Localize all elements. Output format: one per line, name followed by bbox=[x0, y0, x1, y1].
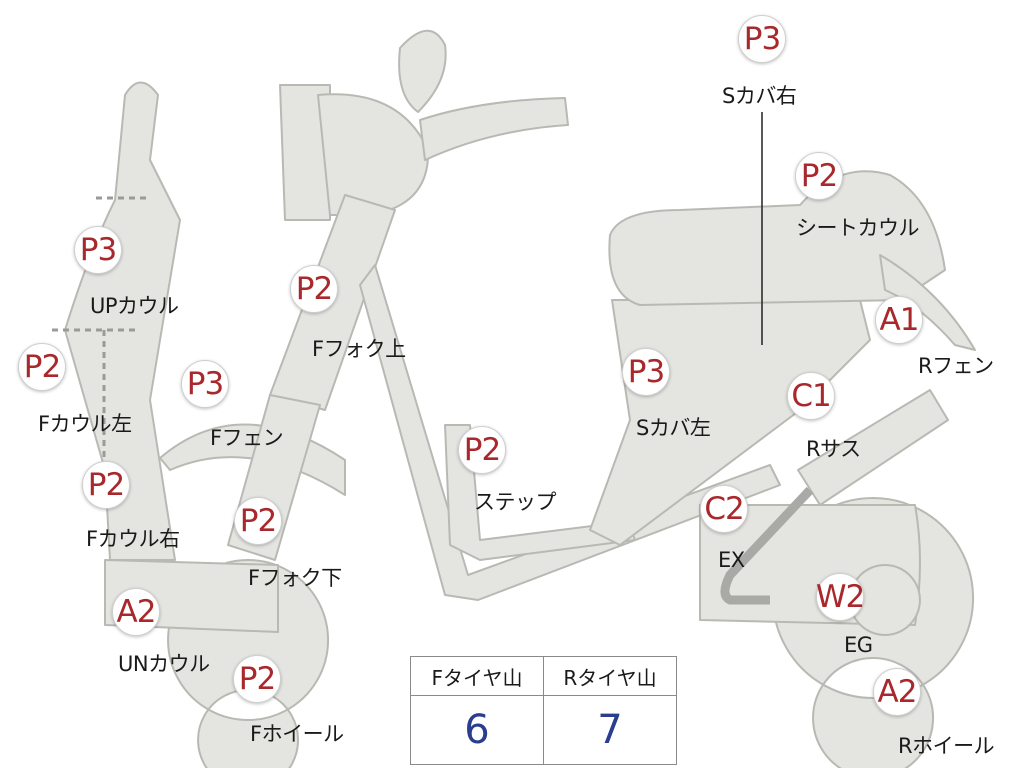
marker-badge-under-cowl: A2 bbox=[112, 588, 160, 636]
marker-badge-exhaust: C2 bbox=[700, 485, 748, 533]
marker-label-rear-wheel: Rホイール bbox=[898, 734, 995, 758]
marker-label-front-cowl-left: Fカウル左 bbox=[38, 412, 132, 436]
marker-badge-upper-cowl: P3 bbox=[74, 226, 122, 274]
marker-label-front-fender: Fフェン bbox=[210, 426, 284, 450]
marker-label-seat-cowl: シートカウル bbox=[796, 216, 920, 240]
marker-badge-front-fork-lower: P2 bbox=[234, 497, 282, 545]
tire-table-value-row: 6 7 bbox=[410, 695, 677, 765]
marker-badge-front-cowl-left: P2 bbox=[18, 343, 66, 391]
marker-label-upper-cowl: UPカウル bbox=[90, 294, 179, 318]
floor-frame bbox=[359, 264, 781, 601]
tire-table-header-row: Fタイヤ山 Rタイヤ山 bbox=[410, 656, 677, 696]
tire-tread-table: Fタイヤ山 Rタイヤ山 6 7 bbox=[410, 656, 677, 765]
marker-label-front-fork-lower: Fフォク下 bbox=[248, 566, 342, 590]
headlight bbox=[317, 93, 430, 216]
mirror bbox=[398, 29, 447, 113]
marker-label-rear-suspension: Rサス bbox=[806, 437, 861, 461]
tire-table-value-front: 6 bbox=[410, 695, 544, 765]
tire-table-header-front: Fタイヤ山 bbox=[410, 656, 544, 696]
marker-label-front-fork-upper: Fフォク上 bbox=[312, 337, 406, 361]
marker-badge-engine: W2 bbox=[816, 573, 865, 621]
marker-label-under-cowl: UNカウル bbox=[118, 652, 210, 676]
marker-badge-front-wheel: P2 bbox=[233, 655, 281, 703]
marker-badge-seat-cowl: P2 bbox=[795, 152, 843, 200]
marker-badge-step: P2 bbox=[458, 426, 506, 474]
seat bbox=[608, 170, 946, 306]
marker-label-engine: EG bbox=[844, 633, 873, 657]
marker-label-step: ステップ bbox=[474, 490, 557, 514]
marker-label-front-cowl-right: Fカウル右 bbox=[86, 527, 180, 551]
marker-badge-front-fork-upper: P2 bbox=[290, 265, 338, 313]
engine-hub bbox=[848, 564, 921, 636]
marker-label-rear-fender: Rフェン bbox=[918, 354, 994, 378]
handlebar bbox=[279, 84, 331, 221]
marker-label-exhaust: EX bbox=[718, 548, 745, 572]
marker-label-side-cover-right: Sカバ右 bbox=[722, 84, 797, 108]
handle-grip bbox=[419, 97, 569, 161]
marker-badge-rear-wheel: A2 bbox=[873, 668, 921, 716]
marker-badge-rear-fender: A1 bbox=[875, 296, 923, 344]
marker-badge-side-cover-left: P3 bbox=[622, 348, 670, 396]
exhaust bbox=[720, 486, 814, 605]
tire-table-header-rear: Rタイヤ山 bbox=[543, 656, 677, 696]
marker-badge-front-cowl-right: P2 bbox=[82, 461, 130, 509]
marker-label-front-wheel: Fホイール bbox=[250, 722, 344, 746]
marker-label-side-cover-left: Sカバ左 bbox=[636, 416, 711, 440]
marker-badge-front-fender: P3 bbox=[181, 360, 229, 408]
marker-badge-side-cover-right: P3 bbox=[738, 15, 786, 63]
marker-badge-rear-suspension: C1 bbox=[787, 372, 835, 420]
tire-table-value-rear: 7 bbox=[543, 695, 677, 765]
